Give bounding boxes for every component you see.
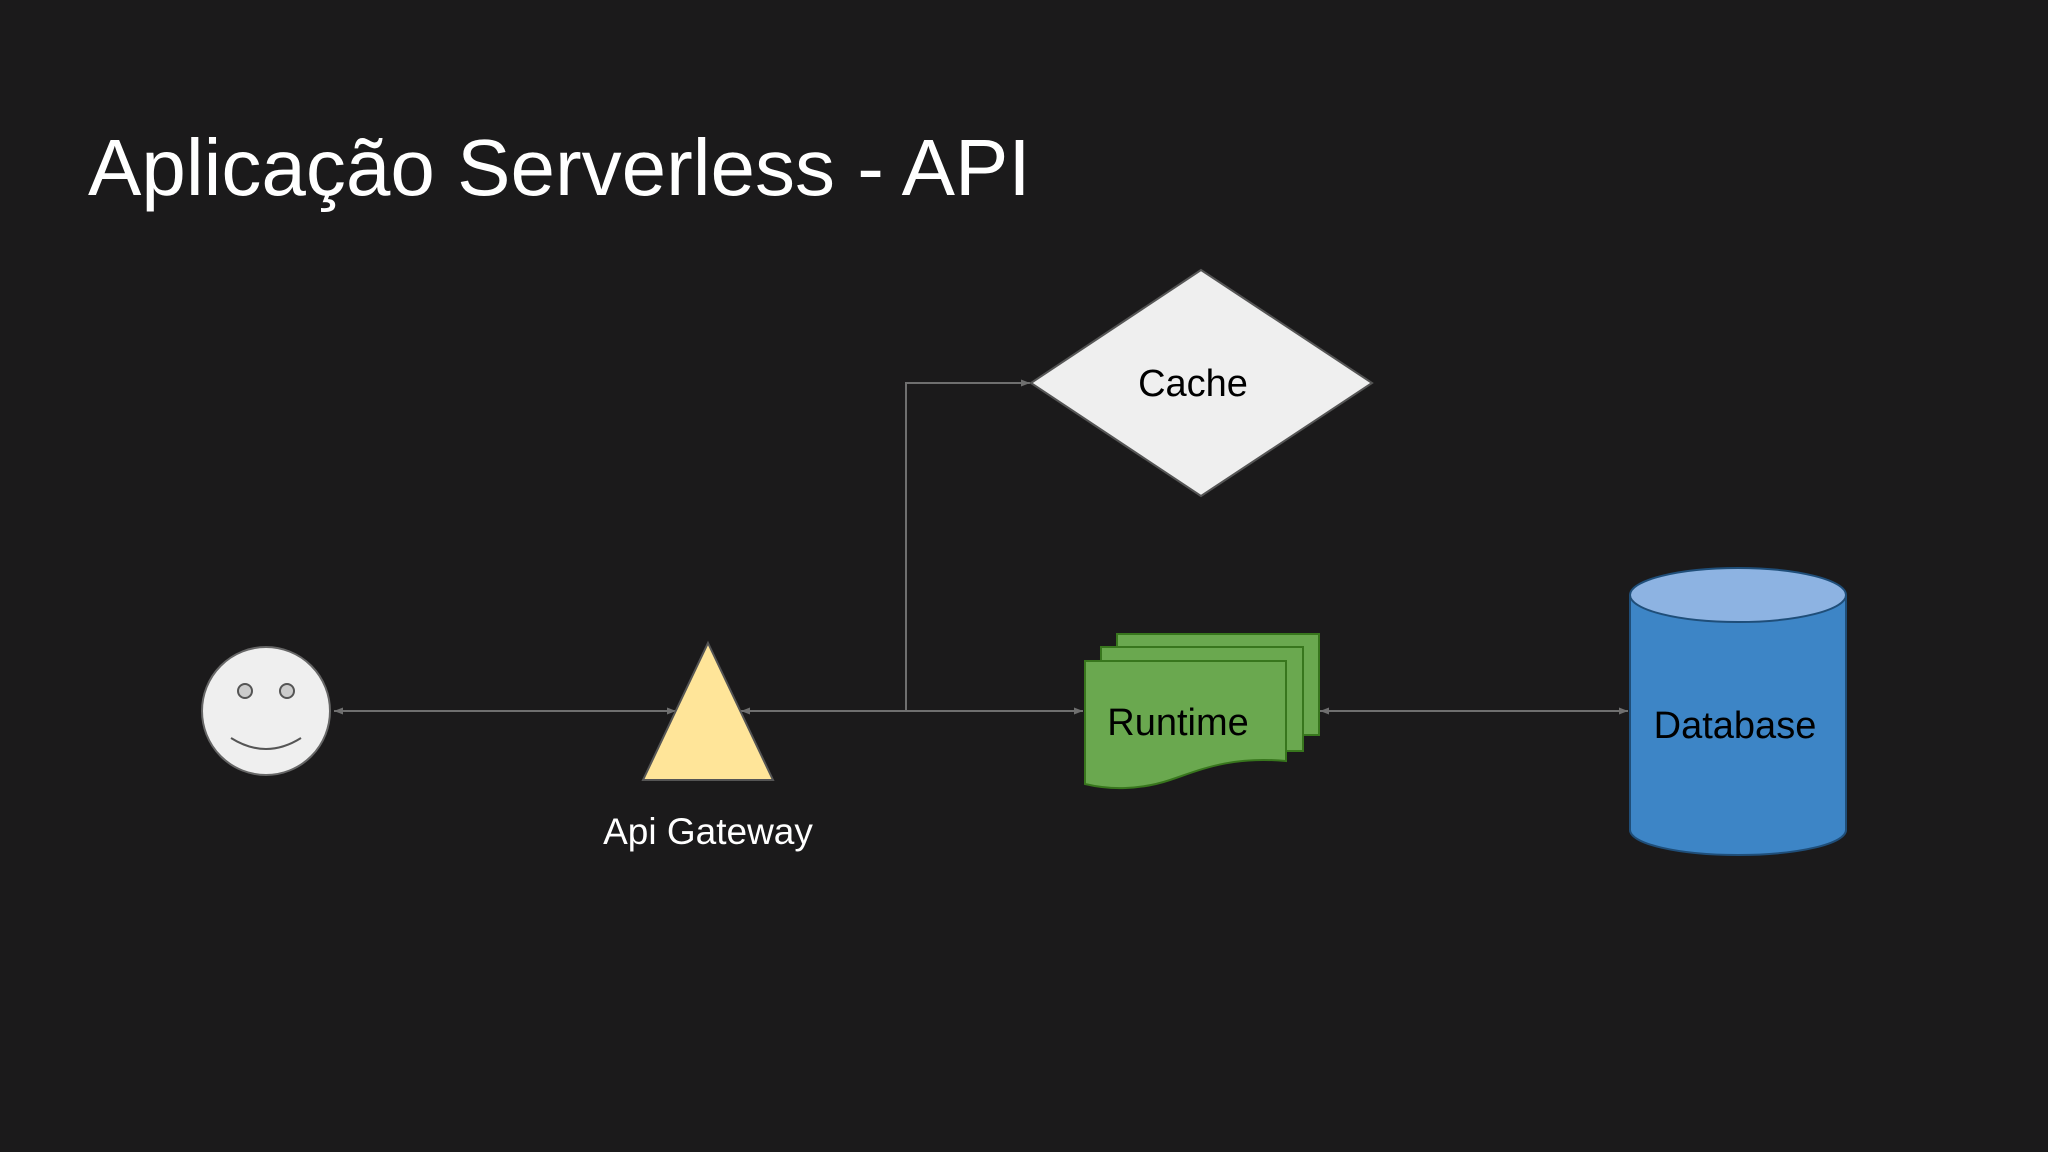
database-label: Database [1654,705,1817,747]
database-node: Database [1629,567,1847,856]
smiley-face-icon [201,646,331,776]
slide-title: Aplicação Serverless - API [88,123,1031,212]
diamond-shape [1029,268,1374,498]
triangle-shape [641,640,775,781]
api-gateway-label: Api Gateway [603,811,813,852]
cylinder-top [1629,567,1847,623]
cylinder-body [1629,595,1847,856]
document-front-sheet [1084,660,1287,790]
api-gateway-node: Api Gateway [603,640,813,852]
cache-label: Cache [1138,363,1248,405]
connector-to-cache [905,379,1030,711]
cache-node: Cache [1029,268,1374,498]
runtime-node: Runtime [1084,633,1320,790]
runtime-label: Runtime [1107,702,1249,744]
